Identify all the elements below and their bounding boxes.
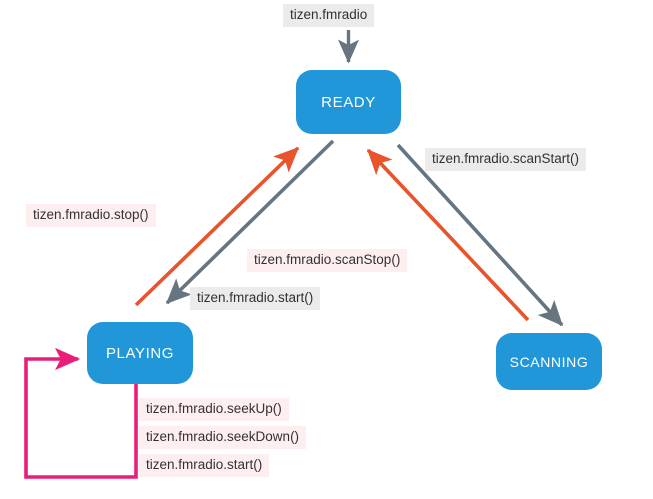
transition-label-start: tizen.fmradio.start() <box>190 287 321 310</box>
transition-label-start-loop: tizen.fmradio.start() <box>139 454 270 477</box>
transition-label-seekup: tizen.fmradio.seekUp() <box>139 398 289 421</box>
transition-label-scanstop: tizen.fmradio.scanStop() <box>247 249 408 272</box>
edge-ready-to-playing <box>165 139 335 305</box>
state-node-playing[interactable]: PLAYING <box>87 322 193 384</box>
edge-playing-self-loop <box>24 347 138 479</box>
entry-label-tizen-fmradio: tizen.fmradio <box>283 4 375 27</box>
transition-label-stop: tizen.fmradio.stop() <box>26 204 156 227</box>
transition-label-seekdown: tizen.fmradio.seekDown() <box>139 426 307 449</box>
edge-playing-to-ready <box>134 146 300 307</box>
transition-label-scanstart: tizen.fmradio.scanStart() <box>425 148 587 171</box>
edge-scanning-to-ready <box>366 148 530 322</box>
edge-ready-to-scanning <box>396 143 564 327</box>
state-node-scanning[interactable]: SCANNING <box>496 333 602 390</box>
state-node-ready[interactable]: READY <box>296 70 401 134</box>
